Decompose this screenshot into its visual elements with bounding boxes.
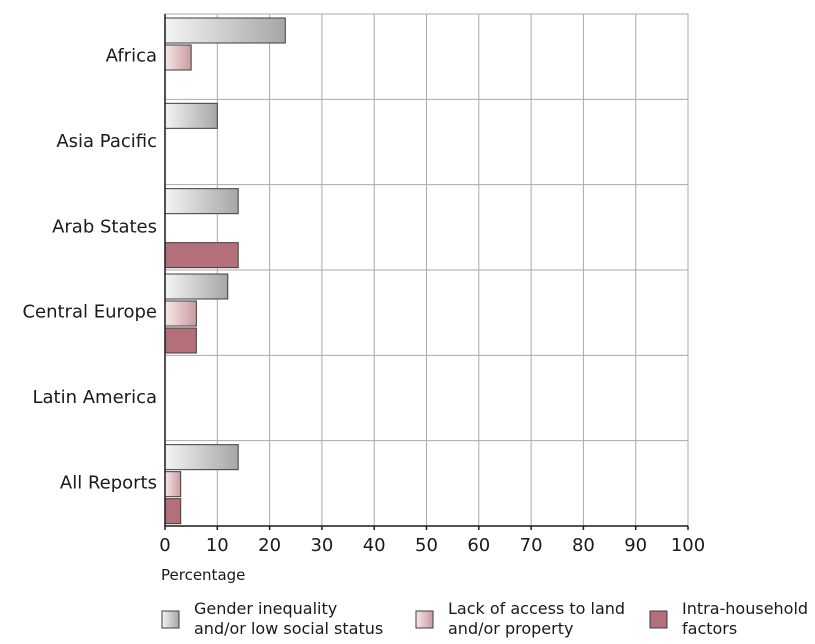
- axes: [164, 14, 689, 530]
- x-tick-label-40: 40: [363, 535, 386, 556]
- legend-label-1-line-2: and/or low social status: [194, 619, 383, 638]
- bar-arab-states-series-3: [164, 242, 239, 269]
- legend-label-3-line-1: Intra-household: [682, 599, 808, 618]
- legend-label-3-line-2: factors: [682, 619, 737, 638]
- x-tick-label-30: 30: [310, 535, 333, 556]
- bar-all-reports-series-1: [164, 444, 239, 471]
- legend-label-1-line-1: Gender inequality: [194, 599, 337, 618]
- grid: [164, 13, 689, 527]
- x-tick-label-0: 0: [159, 535, 170, 556]
- x-tick-label-90: 90: [624, 535, 647, 556]
- x-tick-label-10: 10: [206, 535, 229, 556]
- bars: [164, 17, 286, 525]
- bar-all-reports-series-2: [164, 471, 182, 498]
- bar-central-europe-series-1: [164, 273, 229, 300]
- x-tick-label-50: 50: [415, 535, 438, 556]
- category-label-africa: Africa: [106, 46, 157, 67]
- category-label-arab-states: Arab States: [52, 216, 157, 237]
- bar-all-reports-series-3: [164, 498, 182, 525]
- legend-label-2-line-1: Lack of access to land: [448, 599, 625, 618]
- bar-arab-states-series-1: [164, 188, 239, 215]
- category-label-latin-america: Latin America: [33, 387, 158, 408]
- x-tick-label-80: 80: [572, 535, 595, 556]
- bar-central-europe-series-2: [164, 300, 197, 327]
- x-tick-label-60: 60: [467, 535, 490, 556]
- legend-swatch-2: [415, 610, 434, 629]
- bar-africa-series-1: [164, 17, 286, 44]
- legend-swatch-3: [649, 610, 668, 629]
- bar-asia-pacific-series-1: [164, 102, 218, 129]
- x-axis-title: Percentage: [161, 566, 245, 584]
- category-label-all-reports: All Reports: [60, 472, 157, 493]
- legend-swatch-1: [161, 610, 180, 629]
- x-tick-label-70: 70: [520, 535, 543, 556]
- x-tick-label-100: 100: [671, 535, 705, 556]
- legend-label-2-line-2: and/or property: [448, 619, 573, 638]
- category-label-central-europe: Central Europe: [22, 302, 157, 323]
- x-tick-label-20: 20: [258, 535, 281, 556]
- category-label-asia-pacific: Asia Pacific: [56, 131, 157, 152]
- bar-central-europe-series-3: [164, 327, 197, 354]
- bar-africa-series-2: [164, 44, 192, 71]
